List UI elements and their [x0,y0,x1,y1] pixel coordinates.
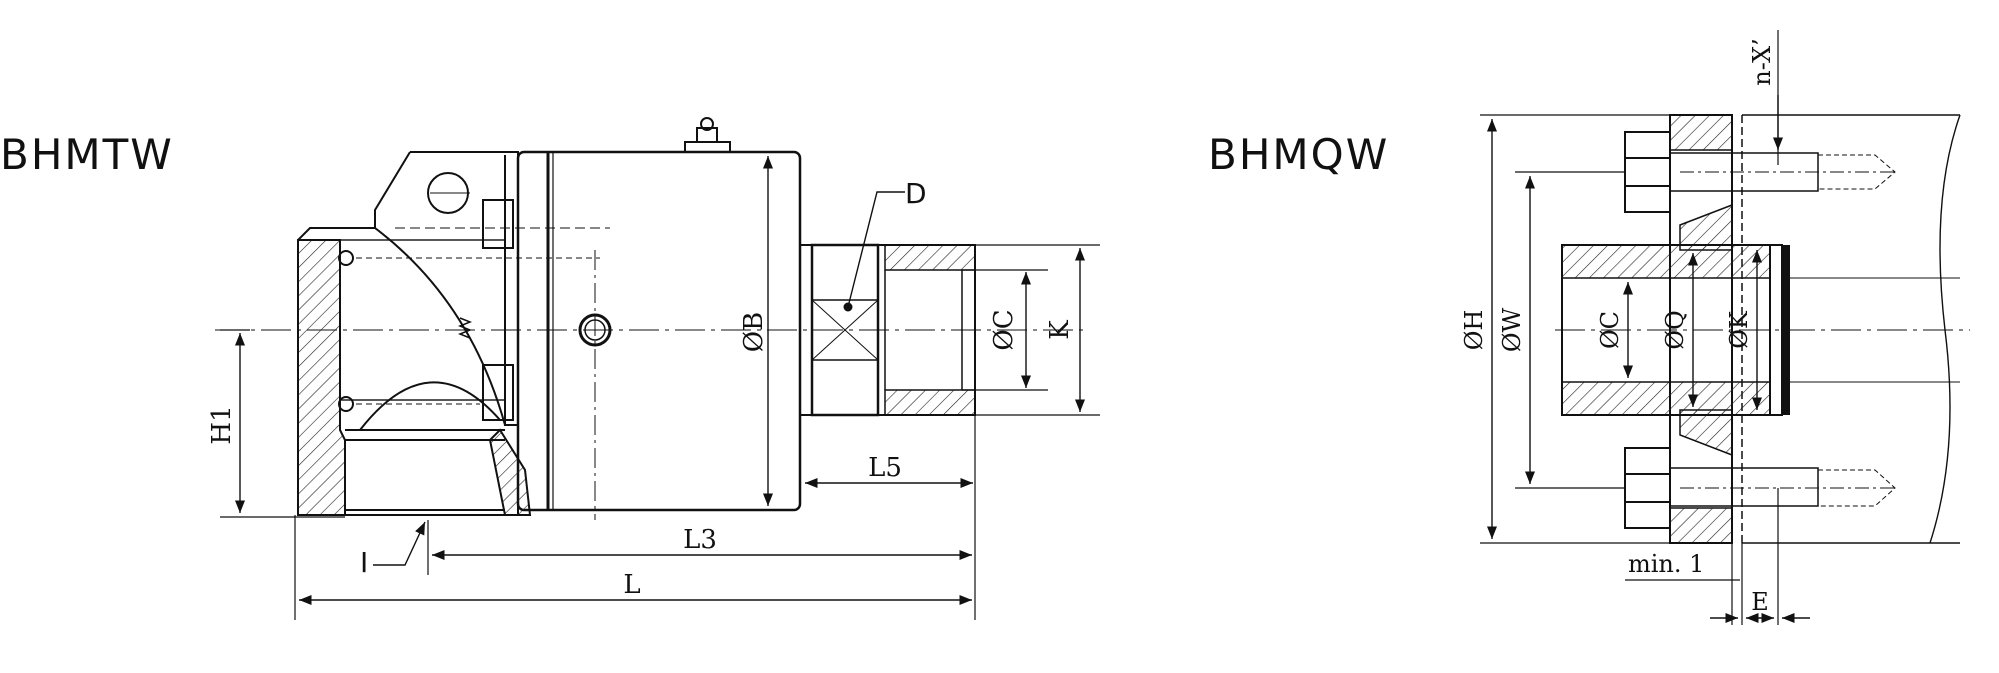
label-E: E [1751,588,1769,616]
label-D: D [905,177,927,210]
bhmtw-drawing [215,117,1100,620]
label-H: ØH [1460,310,1488,351]
bhmqw-drawing [1480,30,1970,625]
label-L3: L3 [683,525,717,555]
label-W: ØW [1498,307,1526,352]
label-C-left: ØC [989,309,1019,350]
label-B: ØB [739,312,769,352]
label-nX: n-X’ [1748,38,1776,85]
label-K-left: K [1045,320,1075,340]
label-I: I [360,546,368,579]
bhmtw-title: BHMTW [0,130,174,179]
label-min: min. 1 [1628,550,1704,578]
label-L5: L5 [868,453,902,483]
label-Q: ØQ [1661,310,1689,349]
label-C-right: ØC [1596,311,1624,349]
label-H1: H1 [207,405,237,444]
label-K-right: ØK [1725,310,1753,349]
bhmqw-title: BHMQW [1208,130,1390,179]
label-L: L [623,570,640,600]
